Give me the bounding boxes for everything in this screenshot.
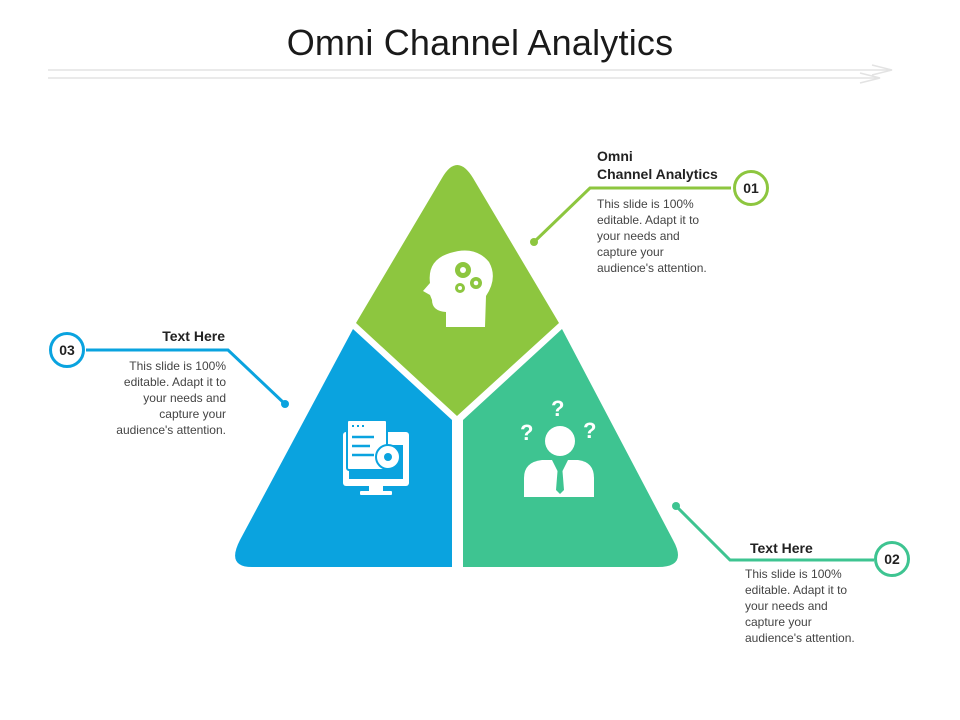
step-badge-03: 03 bbox=[49, 332, 85, 368]
callout-01-title: Omni Channel Analytics bbox=[597, 148, 718, 182]
confused-person-icon: ? ? ? bbox=[520, 396, 596, 497]
svg-text:?: ? bbox=[551, 396, 564, 421]
connector-02 bbox=[674, 504, 874, 562]
svg-text:?: ? bbox=[583, 418, 596, 443]
slide-title: Omni Channel Analytics bbox=[286, 22, 674, 63]
callout-03-title: Text Here bbox=[162, 328, 225, 344]
svg-text:?: ? bbox=[520, 420, 533, 445]
connector-01-dot bbox=[530, 238, 538, 246]
callout-02-title: Text Here bbox=[750, 540, 813, 556]
step-badge-01: 01 bbox=[733, 170, 769, 206]
connector-02-dot bbox=[672, 502, 680, 510]
callout-01-body: This slide is 100% editable. Adapt it to… bbox=[597, 197, 707, 275]
connector-03-dot bbox=[281, 400, 289, 408]
brain-gears-icon bbox=[423, 250, 493, 327]
connector-01 bbox=[532, 186, 731, 244]
monitor-settings-icon bbox=[343, 419, 409, 495]
step-badge-02: 02 bbox=[874, 541, 910, 577]
connector-03 bbox=[86, 348, 287, 406]
title-divider bbox=[48, 64, 893, 84]
callout-03-body: This slide is 100% editable. Adapt it to… bbox=[116, 359, 226, 437]
callout-02-body: This slide is 100% editable. Adapt it to… bbox=[745, 567, 855, 645]
